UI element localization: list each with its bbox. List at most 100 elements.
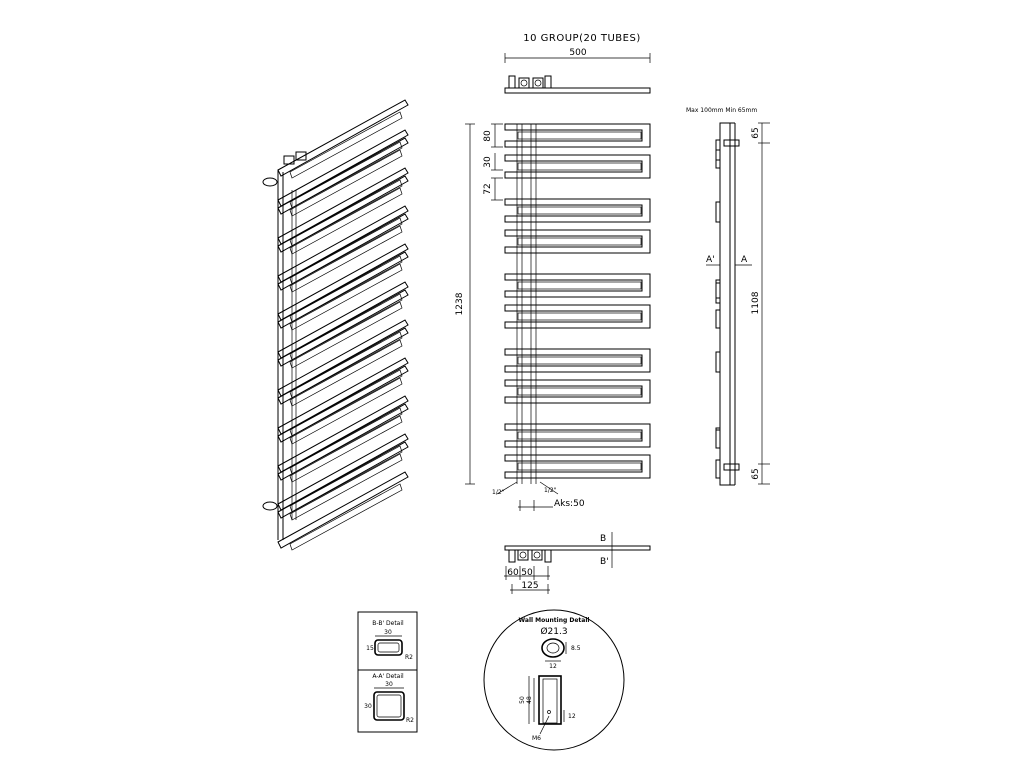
tube-group [504,123,651,148]
side-bracket [715,201,721,223]
iso-tube-inner [289,179,403,247]
iso-tube [277,327,409,405]
tube-inner [517,131,642,140]
tube-inner [517,431,642,440]
section-b-label: B [600,534,606,544]
iso-tube-group [277,137,409,247]
dim-30: 30 [483,156,493,168]
iso-valve [295,151,307,161]
bottom-view: B B' 60 50 125 [504,532,651,594]
tube-outline [504,423,651,448]
front-tube-groups [504,123,651,484]
detail-bb-width: 30 [384,629,392,636]
side-top-dimension: 65 [751,127,761,138]
iso-tube [277,167,409,245]
detail-aa-panel: A-A' Detail 30 30 R2 [357,669,418,733]
side-view: Max 100mm Min 65mm A' A 65 1108 65 [686,107,770,486]
tube-outline [504,304,651,329]
tube-group [504,454,651,479]
tube-outline [504,154,651,179]
dim-72: 72 [483,183,493,194]
side-bracket [715,309,721,329]
iso-inlet [262,177,278,187]
iso-tube-inner [289,407,403,475]
iso-tube [277,403,409,481]
detail-aa-title: A-A' Detail [372,673,404,680]
tube-group [504,304,651,329]
iso-tube [277,319,409,397]
tube-outline [504,348,651,373]
front-view-title: 10 GROUP(20 TUBES) [523,33,640,44]
iso-tube-inner [289,141,403,209]
detail-aa-width: 30 [385,681,393,688]
side-bracket [715,427,721,449]
iso-valve [283,155,295,165]
iso-tube-inner [289,415,403,483]
tube-inner [517,356,642,365]
detail-aa-height: 30 [364,703,372,710]
iso-tube-group [277,365,409,475]
iso-inlet [262,501,278,511]
side-middle-dimension: 1108 [751,291,761,314]
tube-inner [517,281,642,290]
tube-outline [504,379,651,404]
wall-mounting-detail: Wall Mounting Detail Ø21.3 8.5 12 50 48 … [483,609,625,751]
iso-tube-group [277,289,409,399]
section-a-label: A [741,255,748,265]
tube-group [504,379,651,404]
iso-tube-inner [289,187,403,255]
front-height-dimension: 1238 [455,292,465,315]
tube-outline [504,273,651,298]
side-bottom-dimension: 65 [751,468,761,479]
inlet-left-label: 1/2" [492,489,505,496]
tube-inner [517,206,642,215]
iso-tube-inner [289,111,403,179]
iso-tube-inner [289,255,403,323]
iso-tube [277,395,409,473]
iso-tube [277,441,409,519]
iso-tube-group [277,327,409,437]
tube-inner [517,237,642,246]
wall-mount-dim-12a: 12 [549,663,557,670]
iso-tube [277,281,409,359]
axis-label: Aks:50 [554,499,585,509]
tube-inner [517,162,642,171]
iso-tube-group [277,213,409,323]
wall-mount-screw: M6 [532,735,541,742]
iso-tube-inner [289,149,403,217]
iso-tube [277,365,409,443]
tube-outline [504,454,651,479]
side-max-min-note: Max 100mm Min 65mm [686,107,757,114]
tube-group [504,229,651,254]
dim-125: 125 [521,581,538,591]
iso-tube-inner [289,301,403,369]
iso-tube-inner [289,225,403,293]
detail-bb-panel: B-B' Detail 30 15 R2 [357,611,418,671]
detail-aa-radius: R2 [406,717,414,724]
detail-bb-title: B-B' Detail [372,620,404,627]
iso-tube-group [277,251,409,361]
iso-tube-inner [289,339,403,407]
iso-tube-inner [289,369,403,437]
iso-tube [277,213,409,291]
wall-mount-dim-48: 48 [526,696,533,704]
tube-inner [517,312,642,321]
dim-80: 80 [483,130,493,142]
tube-group [504,348,651,373]
iso-tube [277,433,409,511]
iso-tube [277,289,409,367]
wall-mount-dim-50: 50 [519,696,526,704]
tube-group [504,154,651,179]
tube-group [504,198,651,223]
iso-tube [277,129,409,207]
section-a-prime-label: A' [706,255,715,265]
iso-tube-group [277,441,409,551]
iso-tube [277,357,409,435]
wall-mount-diameter: Ø21.3 [540,626,567,637]
iso-tube-inner [289,483,403,551]
side-bracket [715,149,721,169]
tube-outline [504,198,651,223]
iso-tube-group [277,403,409,513]
iso-tube-inner [289,377,403,445]
